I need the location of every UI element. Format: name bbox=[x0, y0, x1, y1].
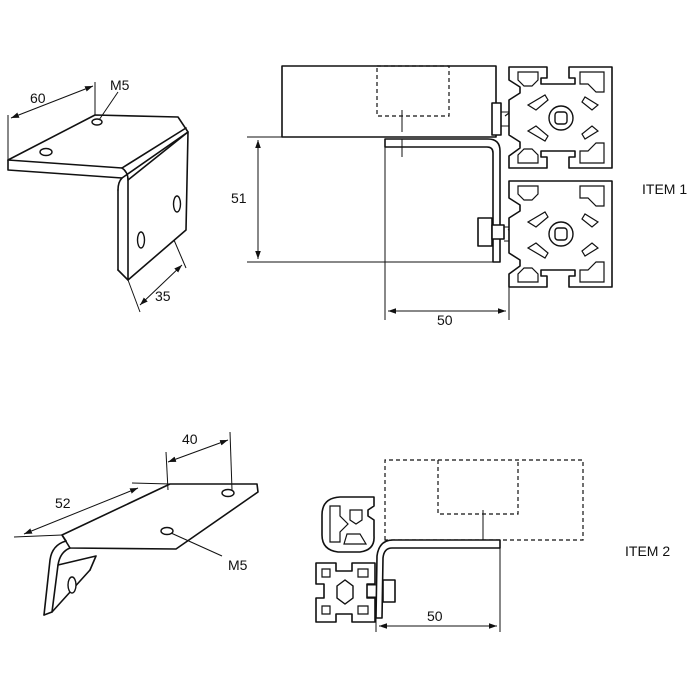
screw-head bbox=[491, 102, 502, 136]
dim-50-item2-label: 50 bbox=[427, 608, 443, 624]
item1-label: ITEM 1 bbox=[642, 181, 687, 197]
dim-40-label: 40 bbox=[182, 431, 198, 447]
hole bbox=[39, 147, 53, 157]
dim-60-label: 60 bbox=[30, 90, 46, 106]
dim-52-label: 52 bbox=[55, 495, 71, 511]
item2-bracket-iso bbox=[13, 431, 259, 616]
item2-bracket-side bbox=[375, 539, 501, 619]
hole bbox=[172, 195, 182, 213]
item2-mounted-block bbox=[384, 459, 584, 541]
item2-thread-label: M5 bbox=[228, 557, 248, 573]
screw-head bbox=[477, 217, 493, 247]
aluminium-profile-upper bbox=[508, 66, 613, 169]
m5-leader bbox=[170, 532, 223, 557]
item1-side-view bbox=[247, 65, 613, 320]
item2-side-view bbox=[315, 459, 584, 632]
item1-bracket-iso bbox=[7, 82, 189, 313]
item1-mounted-block bbox=[281, 65, 497, 138]
dim-50-item1-label: 50 bbox=[437, 312, 453, 328]
hole bbox=[160, 526, 174, 536]
dim-60-line bbox=[10, 85, 94, 119]
screw-head bbox=[382, 579, 396, 603]
hole bbox=[221, 488, 235, 498]
aluminium-profile-small-upper bbox=[321, 496, 375, 553]
item2-label: ITEM 2 bbox=[625, 543, 670, 559]
m5-leader bbox=[98, 91, 119, 121]
aluminium-profile-lower bbox=[508, 180, 613, 288]
dim-35-label: 35 bbox=[155, 288, 171, 304]
hole bbox=[67, 576, 77, 594]
item1-thread-label: M5 bbox=[110, 77, 130, 93]
hole bbox=[91, 118, 103, 126]
dim-35-line bbox=[139, 264, 183, 306]
dim-40-line bbox=[167, 439, 229, 463]
hole bbox=[136, 231, 146, 249]
dim-52-line bbox=[23, 487, 139, 535]
dim-51-label: 51 bbox=[231, 190, 247, 206]
aluminium-profile-small-lower bbox=[315, 562, 376, 623]
